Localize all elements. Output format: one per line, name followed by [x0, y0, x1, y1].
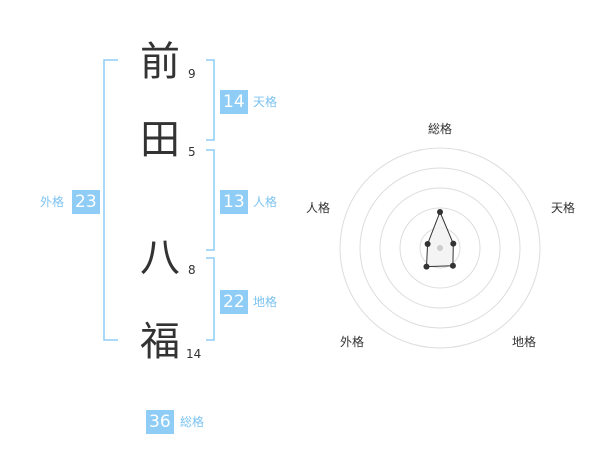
name-char-1: 前: [140, 39, 180, 85]
radar-center-dot: [437, 245, 443, 251]
chikaku-bracket: [206, 257, 215, 341]
radar-axis-label-jinkaku: 人格: [306, 200, 330, 215]
radar-polygon: [425, 210, 454, 268]
stroke-count-4: 14: [186, 347, 202, 361]
chikaku-value-badge: 22: [220, 290, 248, 314]
soukaku-value-badge: 36: [146, 410, 174, 434]
radar-rings: [339, 147, 541, 349]
gaikaku-value-badge: 23: [72, 190, 100, 214]
radar-axis-label-tenkaku: 天格: [551, 200, 575, 215]
radar-point-4: [423, 263, 430, 270]
tenkaku-bracket: [206, 59, 215, 141]
jinkaku-label: 人格: [253, 195, 278, 209]
radar-point-1: [437, 209, 443, 215]
soukaku-label: 総格: [180, 415, 205, 429]
tenkaku-label: 天格: [253, 95, 278, 109]
radar-axis-label-chikaku: 地格: [512, 334, 536, 349]
name-char-2: 田: [140, 117, 180, 163]
stroke-count-2: 5: [188, 145, 196, 159]
name-char-3: 八: [140, 235, 180, 281]
gaikaku-label: 外格: [40, 195, 65, 209]
radar-axis-label-gaikaku: 外格: [340, 334, 364, 349]
stroke-count-3: 8: [188, 263, 196, 277]
radar-point-2: [450, 240, 457, 247]
jinkaku-bracket: [206, 149, 215, 251]
radar-ring-5: [339, 147, 541, 349]
jinkaku-value-badge: 13: [220, 190, 248, 214]
radar-ring-2: [399, 207, 481, 289]
radar-ring-4: [359, 167, 521, 329]
tenkaku-value-badge: 14: [220, 90, 248, 114]
radar-point-3: [449, 262, 456, 269]
name-char-4: 福: [140, 319, 180, 365]
stroke-count-1: 9: [188, 67, 196, 81]
chikaku-label: 地格: [253, 295, 278, 309]
radar-axis-label-soukaku: 総格: [428, 121, 452, 136]
radar-points: [423, 209, 457, 270]
outer-bracket: [103, 59, 118, 341]
radar-ring-3: [379, 187, 501, 309]
radar-point-5: [424, 240, 431, 247]
